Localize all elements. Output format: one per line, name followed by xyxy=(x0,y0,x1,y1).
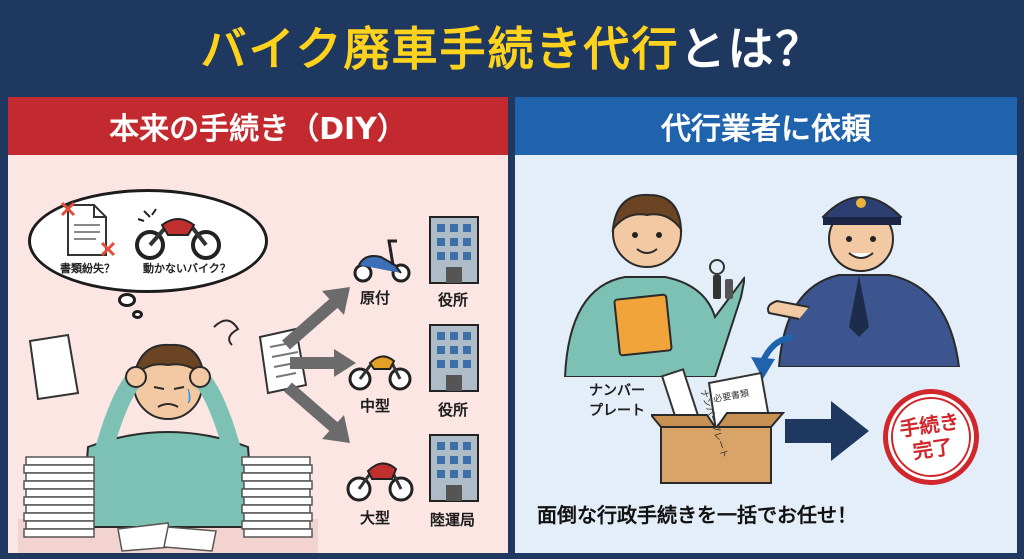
lost-documents-label: 書類紛失？ xyxy=(60,262,115,275)
diy-panel-heading: 本来の手続き（DIY） xyxy=(8,97,508,155)
stamp-line-2: 完了 xyxy=(911,434,955,464)
scooter-icon xyxy=(353,239,411,283)
loose-paper-icon xyxy=(28,333,80,401)
route-vehicle-label: 大型 xyxy=(360,509,391,527)
route-office-label: 役所 xyxy=(438,291,469,309)
header-banner: バイク廃車手続き代行とは？ xyxy=(0,0,1024,92)
city-office-building-icon xyxy=(429,216,479,284)
city-office-building-icon xyxy=(429,324,479,392)
route-arrows xyxy=(282,287,356,443)
bike-keys-icon xyxy=(709,259,733,299)
agency-panel-heading: 代行業者に依頼 xyxy=(515,97,1017,155)
mid-size-motorcycle-icon xyxy=(348,355,412,391)
transport-bureau-building-icon xyxy=(429,434,479,502)
lost-document-icon xyxy=(60,201,116,257)
completion-stamp: 手続き 完了 xyxy=(876,382,986,492)
diy-panel: 本来の手続き（DIY） 書類紛失？ 動かないバイク？ xyxy=(8,97,508,553)
route-vehicle-label: 原付 xyxy=(360,289,391,307)
stamp-line-1: 手続き xyxy=(897,409,961,442)
stressed-person-illustration xyxy=(18,319,318,553)
route-office-label: 役所 xyxy=(438,401,469,419)
complete-arrow-icon xyxy=(785,401,869,461)
broken-bike-label: 動かないバイク？ xyxy=(143,262,231,275)
thought-dot xyxy=(132,310,143,319)
large-motorcycle-icon xyxy=(346,462,414,502)
cardboard-box-illustration xyxy=(651,368,785,484)
handover-arrow-icon xyxy=(751,334,794,379)
customer-illustration xyxy=(563,193,745,377)
agency-panel: 代行業者に依頼 ナンバー プレート ナン xyxy=(515,97,1017,553)
title-highlight: バイク廃車手続き代行 xyxy=(200,22,680,76)
route-vehicle-label: 中型 xyxy=(360,397,391,415)
broken-motorcycle-icon xyxy=(135,208,221,260)
agency-summary-text: 面倒な行政手続きを一括でお任せ！ xyxy=(537,503,857,527)
agent-illustration xyxy=(767,196,961,367)
thought-dot xyxy=(118,293,136,307)
route-office-label: 陸運局 xyxy=(430,511,476,529)
page-title: バイク廃車手続き代行とは？ xyxy=(200,13,823,79)
number-plate-label: ナンバー プレート xyxy=(589,383,645,419)
title-suffix: とは？ xyxy=(679,22,824,76)
